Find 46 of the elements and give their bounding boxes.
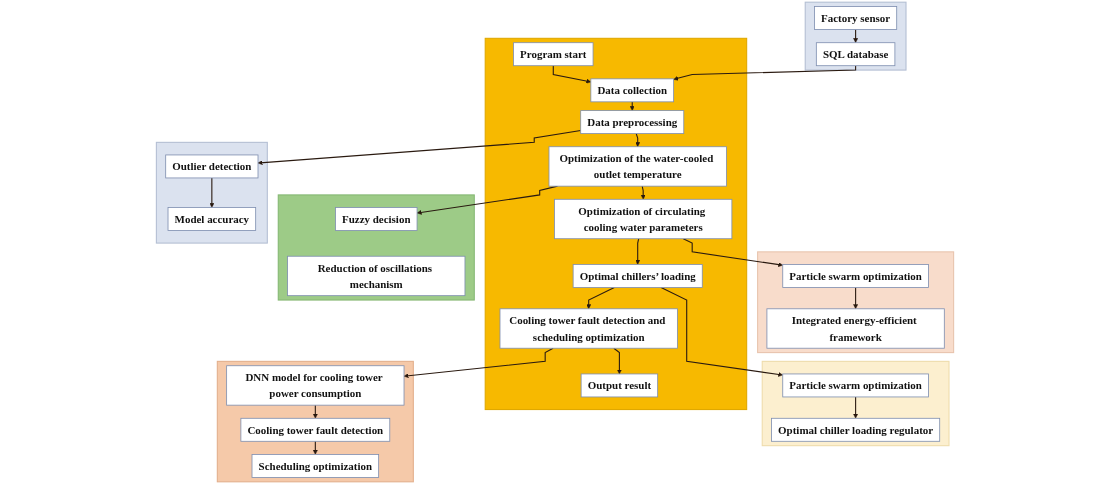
- node-box: Optimization of circulating cooling water parameters: [554, 198, 733, 240]
- node-box: Optimization of the water-cooled outlet temperature: [548, 146, 727, 187]
- node-box: SQL database: [815, 42, 896, 67]
- arrow: [312, 440, 318, 455]
- cluster: [277, 194, 475, 301]
- node-box: Program start: [513, 42, 594, 67]
- node-box: Particle swarm optimization: [782, 264, 929, 288]
- cluster: [216, 360, 414, 483]
- node-box: Factory sensor: [814, 6, 898, 30]
- node-box: Model accuracy: [167, 207, 257, 231]
- node-box: Integrated energy-efficient framework: [766, 308, 945, 349]
- node-box: Optimal chiller loading regulator: [771, 417, 941, 442]
- arrow: [403, 347, 554, 379]
- arrow: [312, 404, 318, 419]
- arrow: [640, 185, 646, 200]
- arrow: [853, 396, 858, 419]
- node-box: Cooling tower fault detection and scheduling optimization: [499, 308, 678, 349]
- arrow: [209, 177, 215, 208]
- arrow: [660, 286, 783, 377]
- arrow: [853, 29, 858, 43]
- node-box: Fuzzy decision: [335, 207, 418, 231]
- cluster: [757, 251, 955, 354]
- node-box: Data collection: [590, 78, 675, 103]
- arrow: [673, 65, 857, 81]
- arrow: [635, 238, 641, 265]
- node-box: Data preprocessing: [580, 110, 685, 134]
- node-box: Cooling tower fault detection: [240, 417, 391, 442]
- node-box: Reduction of oscillations mechanism: [287, 255, 466, 297]
- arrow: [682, 238, 783, 267]
- node-box: Outlier detection: [165, 154, 259, 179]
- cluster: [761, 360, 950, 447]
- cluster: [804, 1, 907, 71]
- arrow: [629, 101, 635, 111]
- arrow: [853, 286, 858, 309]
- arrow: [613, 347, 622, 375]
- node-box: Particle swarm optimization: [782, 373, 929, 398]
- node-box: Optimal chillers’ loading: [572, 264, 703, 288]
- arrow: [257, 129, 582, 166]
- node-box: Scheduling optimization: [251, 454, 380, 478]
- node-box: DNN model for cooling tower power consumption: [226, 365, 405, 406]
- cluster: [155, 141, 268, 244]
- arrow: [635, 133, 641, 147]
- cluster: [484, 37, 748, 411]
- arrow: [552, 65, 592, 84]
- node-box: Output result: [580, 373, 659, 398]
- arrow: [586, 286, 615, 309]
